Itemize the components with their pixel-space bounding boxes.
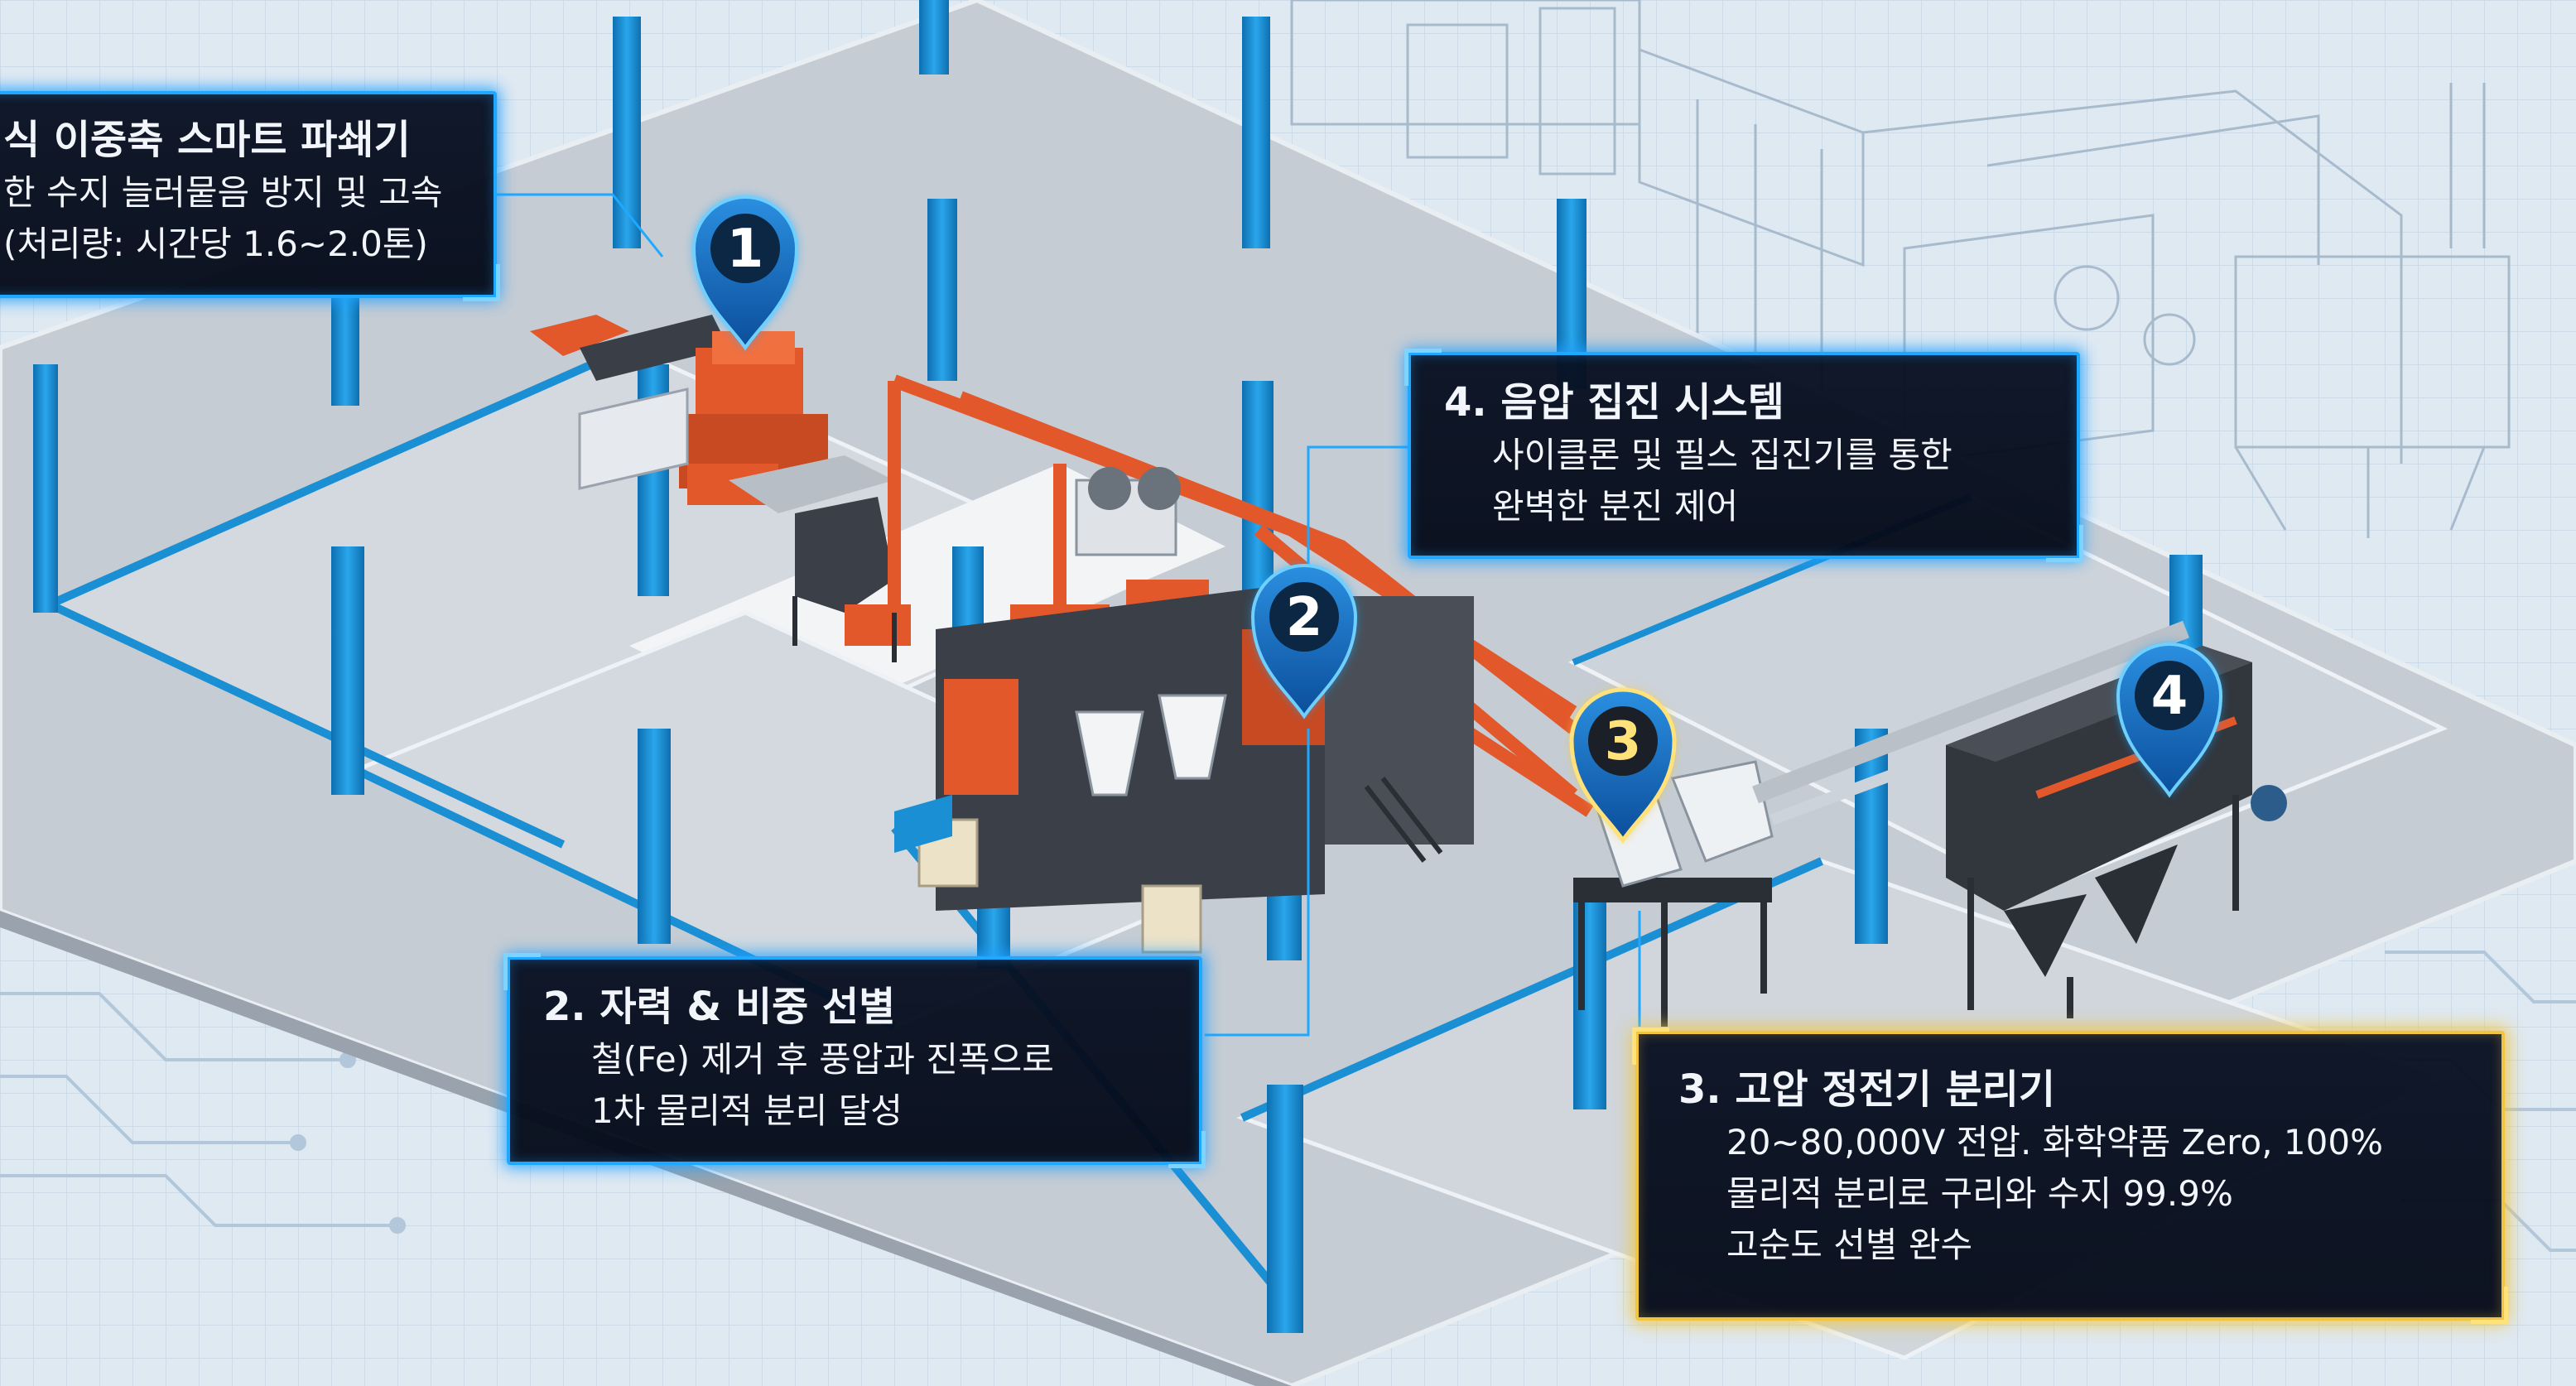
pin-4-label: 4 [2151, 666, 2188, 727]
panel-electrostatic-line-3: 고순도 선별 완수 [1726, 1225, 1973, 1265]
panel-magnetic-density-title: 2. 자력 & 비중 선별 [543, 984, 896, 1030]
panel-corner [1632, 1027, 1669, 1065]
pillar [613, 17, 641, 248]
pin-1[interactable]: 1 [691, 195, 799, 351]
machine-shredder [530, 315, 894, 513]
panel-corner [463, 264, 500, 301]
panel-shredder-title: 식 이중축 스마트 파쇄기 [3, 117, 411, 163]
panel-shredder: 식 이중축 스마트 파쇄기 한 수지 늘러뭍음 방지 및 고속 (처리량: 시간… [0, 91, 500, 301]
pillar [638, 729, 671, 944]
panel-dust-collection-line-1: 사이클론 및 필스 집진기를 통한 [1492, 435, 1952, 475]
pillar [919, 0, 949, 75]
pillar [1242, 17, 1270, 248]
pin-3-label: 3 [1605, 711, 1642, 772]
panel-magnetic-density: 2. 자력 & 비중 선별 철(Fe) 제거 후 풍압과 진폭으로 1차 물리적… [503, 953, 1206, 1168]
pillar [1242, 381, 1274, 596]
panel-dust-collection-line-2: 완벽한 분진 제어 [1492, 486, 1739, 527]
panel-corner [2046, 525, 2083, 562]
panel-dust-collection: 4. 음압 집진 시스템 사이클론 및 필스 집진기를 통한 완벽한 분진 제어 [1404, 349, 2083, 562]
pillar [331, 298, 359, 406]
panel-electrostatic-title: 3. 고압 정전기 분리기 [1678, 1066, 2056, 1113]
panel-dust-collection-title: 4. 음압 집진 시스템 [1444, 379, 1784, 426]
panel-electrostatic: 3. 고압 정전기 분리기 20~80,000V 전압. 화학약품 Zero, … [1632, 1027, 2508, 1324]
pillar [331, 546, 364, 795]
pin-4[interactable]: 4 [2116, 642, 2223, 798]
panel-shredder-line-1: 한 수지 늘러뭍음 방지 및 고속 [3, 172, 443, 213]
panel-shredder-line-2: (처리량: 시간당 1.6~2.0톤) [3, 224, 428, 264]
panel-magnetic-density-line-2: 1차 물리적 분리 달성 [591, 1090, 903, 1131]
pillar [1267, 1085, 1303, 1333]
panel-electrostatic-line-1: 20~80,000V 전압. 화학약품 Zero, 100% [1726, 1122, 2383, 1162]
panel-corner [1404, 349, 1442, 386]
panel-electrostatic-line-2: 물리적 분리로 구리와 수지 99.9% [1726, 1173, 2233, 1214]
pin-3[interactable]: 3 [1569, 687, 1677, 845]
panel-magnetic-density-line-1: 철(Fe) 제거 후 풍압과 진폭으로 [591, 1039, 1054, 1080]
pillar [33, 364, 58, 613]
pin-1-label: 1 [727, 219, 764, 280]
pin-2-label: 2 [1286, 587, 1323, 648]
pin-2[interactable]: 2 [1250, 564, 1358, 719]
pillar [927, 199, 957, 381]
panel-corner [2471, 1287, 2508, 1324]
pillar [1855, 729, 1888, 944]
leader-lines [497, 193, 1641, 1037]
panel-corner [503, 953, 541, 990]
panel-corner [1168, 1131, 1206, 1168]
